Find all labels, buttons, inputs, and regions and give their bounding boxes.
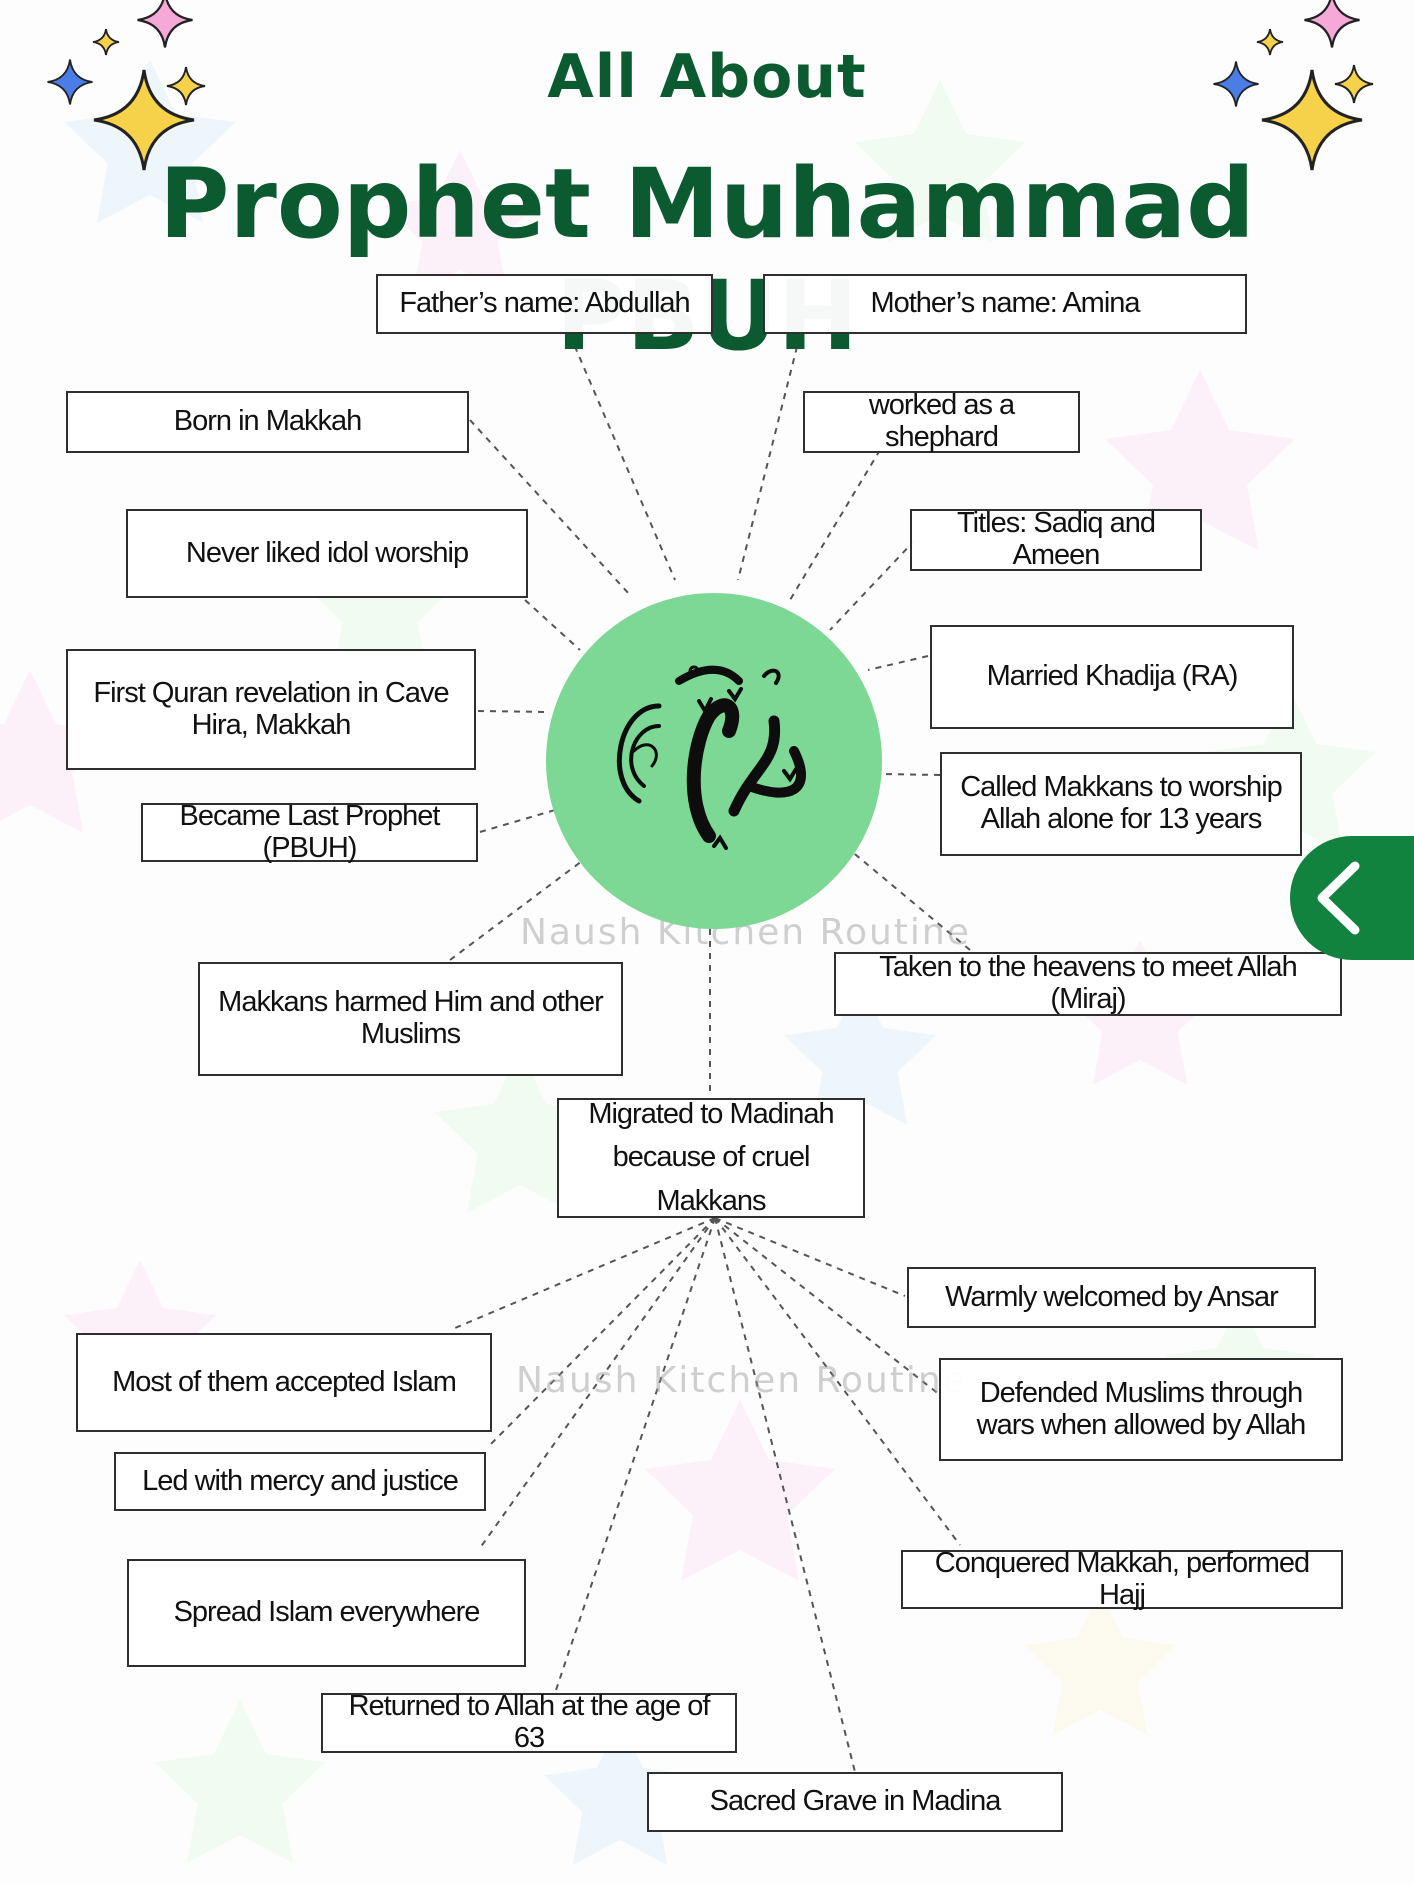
fact-mercy-justice: Led with mercy and justice xyxy=(114,1452,486,1511)
center-circle xyxy=(546,593,882,929)
fact-spread-islam: Spread Islam everywhere xyxy=(127,1559,526,1667)
fact-shepherd: worked as a shephard xyxy=(803,389,1080,453)
fact-titles: Titles: Sadiq and Ameen xyxy=(910,507,1202,571)
fact-born: Born in Makkah xyxy=(66,391,469,453)
fact-mother-name: Mother’s name: Amina xyxy=(763,274,1247,334)
title-line-1: All About xyxy=(547,42,867,112)
fact-father-name: Father’s name: Abdullah xyxy=(376,274,713,334)
muhammad-calligraphy-icon xyxy=(616,665,806,850)
fact-idol-worship: Never liked idol worship xyxy=(126,509,528,598)
fact-accepted-islam: Most of them accepted Islam xyxy=(76,1333,492,1432)
fact-conquered-makkah: Conquered Makkah, performed Hajj xyxy=(901,1547,1343,1610)
previous-button[interactable] xyxy=(1290,836,1414,960)
fact-last-prophet: Became Last Prophet (PBUH) xyxy=(141,800,478,863)
page-title: Prophet Muhammad PBUH xyxy=(159,148,1255,372)
fact-returned-to-allah: Returned to Allah at the age of 63 xyxy=(321,1690,737,1754)
fact-sacred-grave: Sacred Grave in Madina xyxy=(647,1772,1063,1832)
fact-married-khadija: Married Khadija (RA) xyxy=(930,625,1294,729)
watermark: Naush Kitchen Routine xyxy=(516,1360,967,1401)
fact-welcomed-ansar: Warmly welcomed by Ansar xyxy=(907,1267,1316,1328)
fact-miraj: Taken to the heavens to meet Allah (Mira… xyxy=(834,951,1342,1016)
chevron-left-icon xyxy=(1317,861,1360,935)
